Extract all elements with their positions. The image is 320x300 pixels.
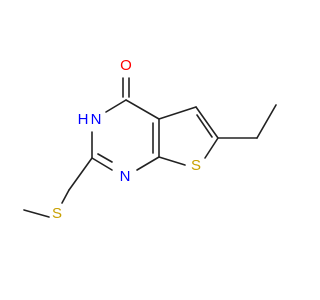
bond-c4-c4a [125, 99, 160, 120]
bond-c4a-c5 [158, 106, 197, 120]
ring-sulfur-label: S [191, 157, 201, 174]
nh-nitrogen-label: N [91, 111, 102, 128]
bond-c2-ch2 [68, 157, 93, 191]
bond-n1-c7a [136, 156, 160, 171]
bond-ch2-ch3 [256, 104, 277, 139]
thioether-sulfur-label: S [52, 205, 62, 222]
bond-c5-c6-double [196, 114, 213, 138]
bond-s-ch3 [23, 209, 50, 218]
bond-c4-n3 [105, 99, 127, 113]
bond-c2-n1-double [97, 153, 113, 163]
bond-c2-n1 [91, 157, 113, 171]
bond-c6-s7 [204, 137, 219, 159]
bond-c5-c6 [195, 106, 219, 139]
structure-canvas: O H N N S S [23, 56, 277, 222]
nh-hydrogen-label: H [78, 111, 89, 128]
bond-ch2-s [61, 189, 70, 204]
bond-s7-c7a [158, 156, 186, 166]
oxygen-label: O [120, 57, 132, 74]
ring-nitrogen-label: N [120, 168, 131, 185]
molecule-structure: O H N N S S [23, 57, 277, 222]
